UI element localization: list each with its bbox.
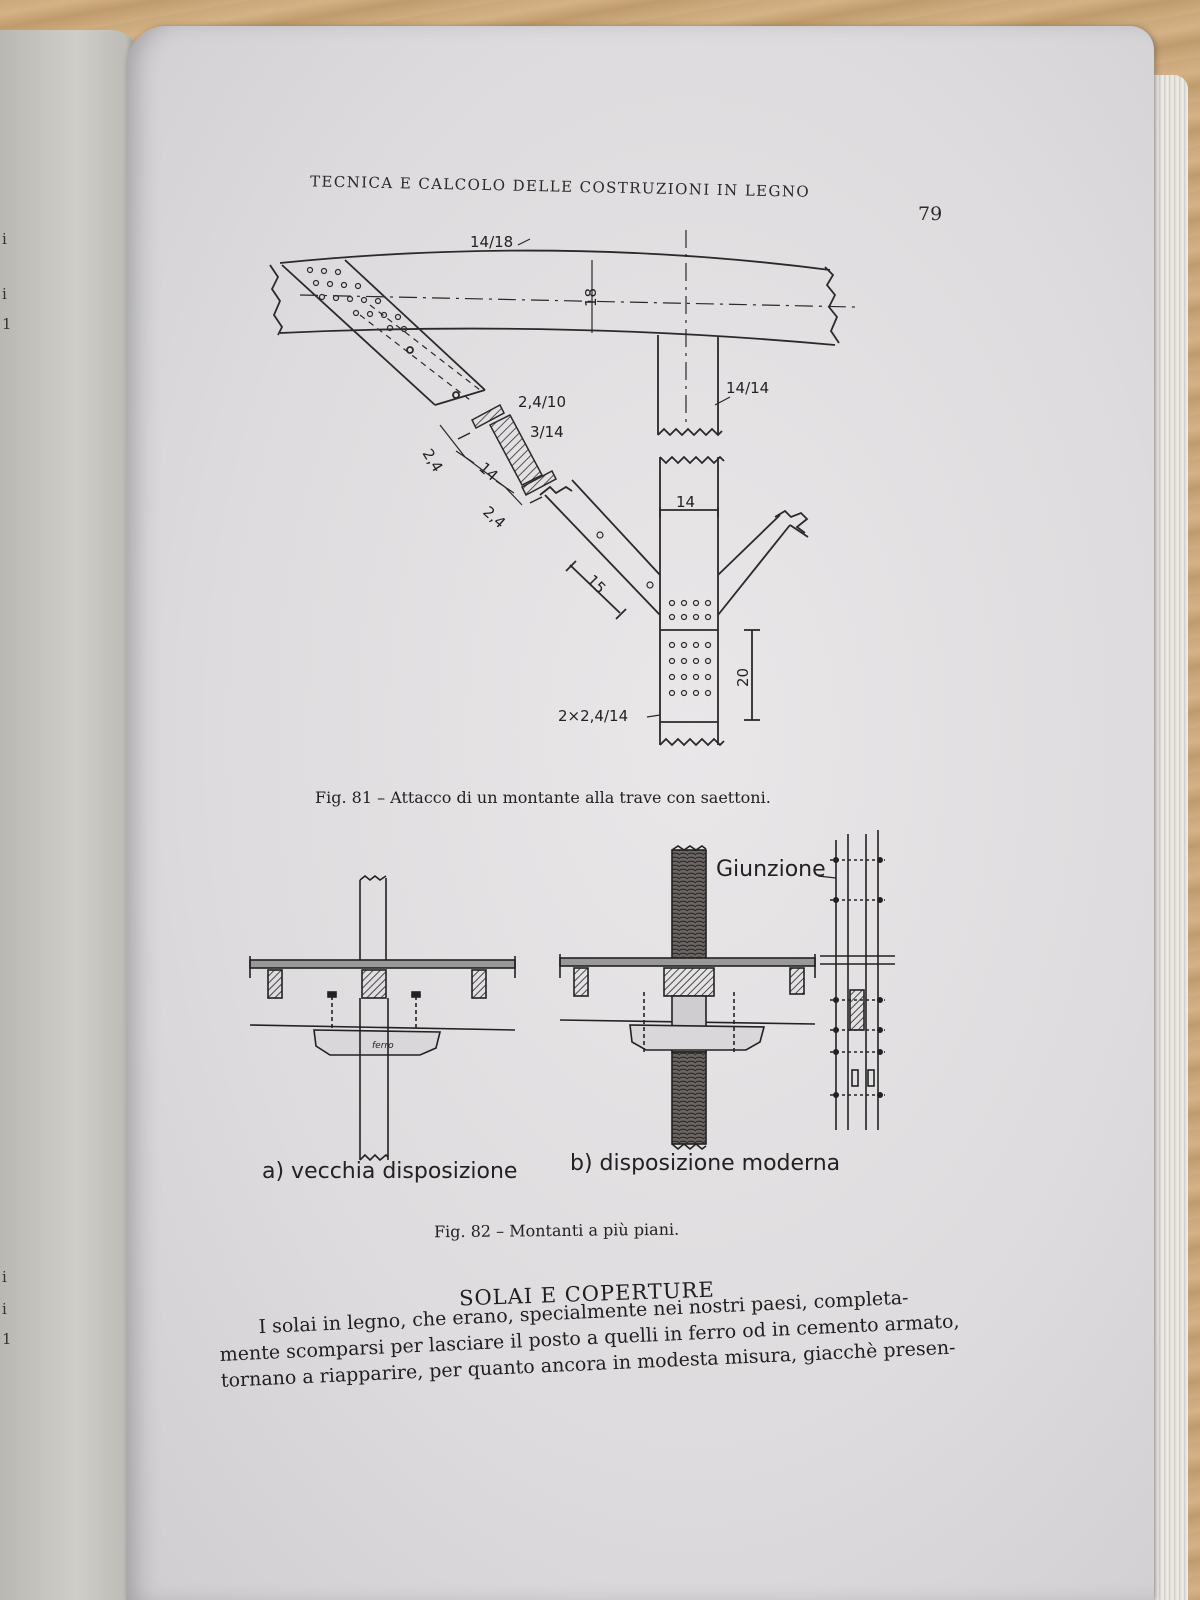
label-giunzione: Giunzione [716,857,826,882]
page-number: 79 [918,203,943,225]
label-dim-c: 2,4 [479,503,509,532]
figure-82-caption: Fig. 82 – Montanti a più piani. [433,1219,680,1242]
label-spacer-section: 3/14 [530,423,564,441]
label-beam-height: 18 [582,288,600,307]
figure-81-drawing: 14/18 18 14/14 2,4/10 3/14 2,4 14 2,4 14… [269,230,856,747]
label-ferro: ferro [372,1041,394,1051]
label-plates: 2×2,4/14 [558,707,628,725]
label-plate-height: 20 [734,668,752,687]
horizontal-beam [269,230,856,425]
diagonal-brace-upper [281,259,486,406]
vertical-post-upper [657,335,723,437]
dowel-pattern [306,266,408,333]
figure-81-caption: Fig. 81 – Attacco di un montante alla tr… [315,788,771,807]
left-page-mark: i [2,1300,7,1318]
label-brace-length: 15 [583,571,609,597]
modern-arrangement-b [559,845,816,1151]
left-page-mark: i [2,1268,7,1286]
label-old-arrangement: a) vecchia disposizione [262,1159,517,1184]
left-page-mark: 1 [2,1330,12,1348]
left-page-mark: i [2,285,7,303]
modern-elevation-detail [820,830,895,1130]
label-modern-arrangement: b) disposizione moderna [570,1151,840,1176]
connector-block [457,403,557,504]
label-post-width: 14 [676,493,695,511]
label-post-section: 14/14 [726,379,769,397]
label-beam-section: 14/18 [470,233,513,251]
lower-dowels [596,531,712,697]
label-dim-a: 2,4 [419,446,447,476]
left-page: i i 1 i i 1 [0,30,140,1600]
left-page-mark: i [2,230,7,248]
label-plate-section: 2,4/10 [518,393,566,411]
dimension-marks [439,424,523,506]
left-page-mark: 1 [2,315,12,333]
figure-82-drawing: ferro Giunzione [249,830,895,1184]
lower-joint [539,455,809,747]
book-page [126,26,1154,1600]
old-arrangement-a [249,874,516,1162]
